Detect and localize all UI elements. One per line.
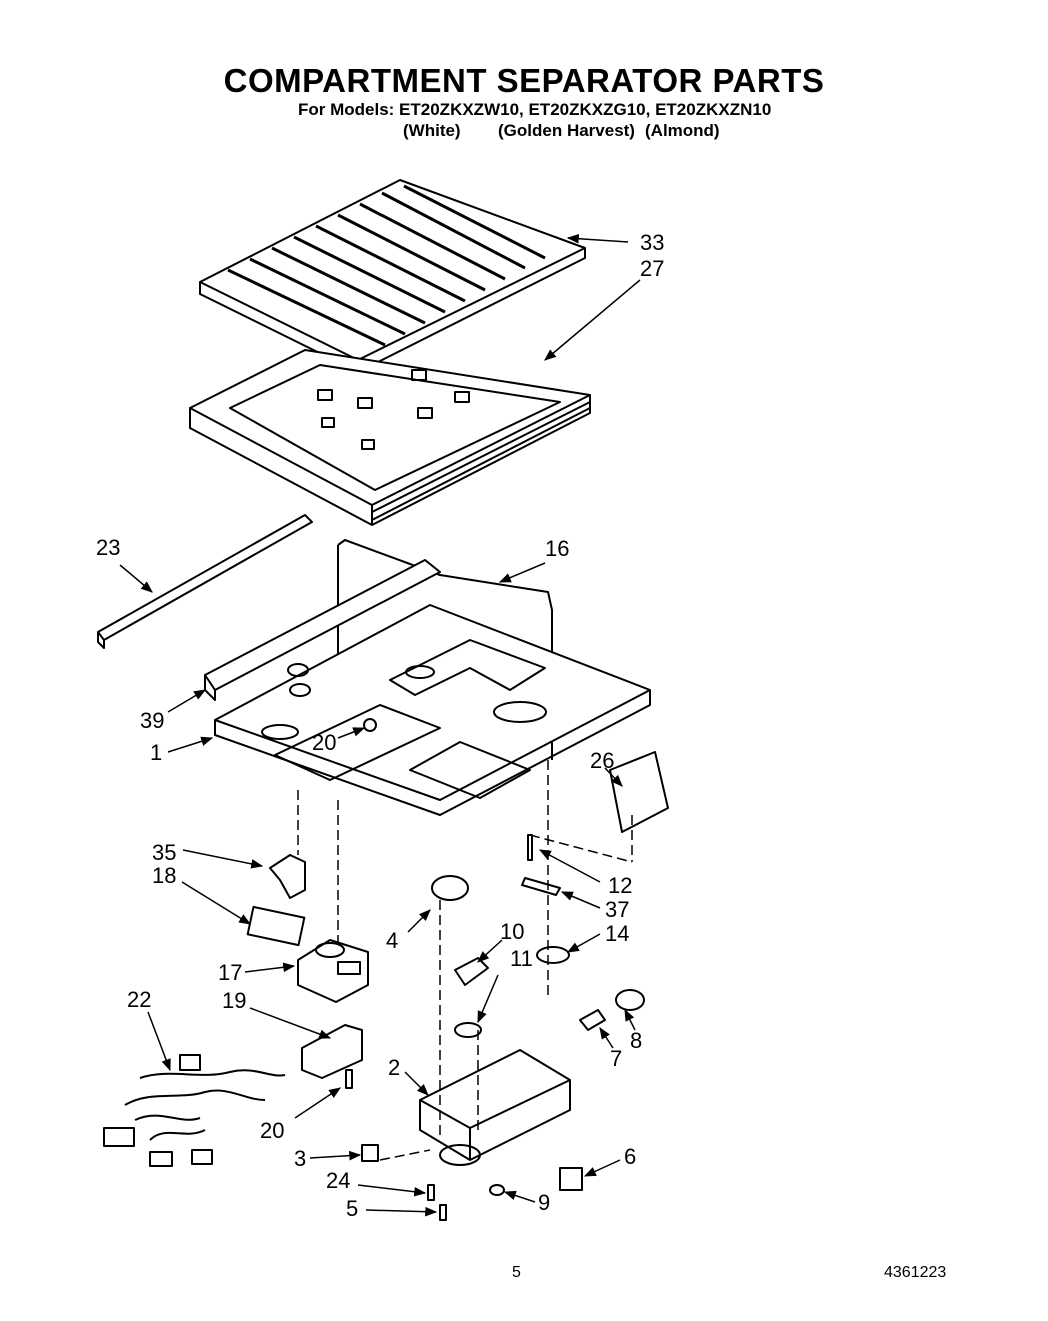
callout-14: 14 — [605, 921, 629, 946]
callout-19: 19 — [222, 988, 246, 1013]
bulb-8 — [615, 989, 645, 1011]
callout-3: 3 — [294, 1146, 306, 1171]
callout-35: 35 — [152, 840, 176, 865]
callout-4: 4 — [386, 928, 398, 953]
screw-5 — [439, 1204, 447, 1221]
callout-24: 24 — [326, 1168, 350, 1193]
screw-24 — [427, 1184, 435, 1201]
callout-18: 18 — [152, 863, 176, 888]
clip-3 — [361, 1144, 379, 1162]
gasket-18 — [246, 905, 306, 947]
callout-11: 11 — [510, 946, 533, 971]
page-number: 5 — [512, 1264, 521, 1281]
callout-20-bottom: 20 — [260, 1118, 284, 1143]
switch-6 — [559, 1167, 583, 1191]
callout-26: 26 — [590, 748, 614, 773]
callout-16: 16 — [545, 536, 569, 561]
wire-harness-22 — [103, 1054, 286, 1167]
callout-33: 33 — [640, 230, 664, 255]
bushing-11 — [454, 1022, 482, 1038]
callout-27: 27 — [640, 256, 664, 281]
callout-22: 22 — [127, 987, 151, 1012]
document-number: 4361223 — [884, 1264, 947, 1281]
damper-35 — [269, 854, 306, 899]
callout-20-top: 20 — [312, 730, 336, 755]
callout-8: 8 — [630, 1028, 642, 1053]
screw-12 — [527, 834, 533, 861]
callout-10: 10 — [500, 919, 524, 944]
callout-5: 5 — [346, 1196, 358, 1221]
screw-20b — [345, 1069, 353, 1089]
control-housing-17 — [297, 939, 369, 1003]
color-almond: (Almond) — [645, 121, 720, 140]
separator-frame-27 — [189, 349, 591, 526]
socket-7 — [579, 1009, 606, 1031]
callout-37: 37 — [605, 897, 629, 922]
callout-2: 2 — [388, 1055, 400, 1080]
callout-7: 7 — [610, 1046, 622, 1071]
shelf-cover-33 — [199, 179, 586, 373]
bracket-37 — [521, 877, 561, 896]
page-title: COMPARTMENT SEPARATOR PARTS — [223, 62, 825, 99]
callout-17: 17 — [218, 960, 242, 985]
screw-20a — [363, 718, 377, 732]
callout-39: 39 — [140, 708, 164, 733]
separator-base-1 — [214, 604, 651, 816]
callout-9: 9 — [538, 1190, 550, 1215]
callout-23: 23 — [96, 535, 120, 560]
bushing-14 — [536, 946, 570, 964]
air-channel-39 — [204, 559, 441, 701]
thermostat-10 — [454, 957, 489, 986]
callout-12: 12 — [608, 873, 632, 898]
insulation-26 — [609, 751, 669, 833]
models-line: For Models: ET20ZKXZW10, ET20ZKXZG10, ET… — [298, 100, 772, 119]
trim-strip-23 — [97, 514, 313, 649]
color-golden-harvest: (Golden Harvest) — [498, 121, 635, 140]
callout-1: 1 — [150, 740, 162, 765]
control-box-2 — [419, 1049, 571, 1166]
knob-4 — [431, 875, 469, 901]
color-white: (White) — [403, 121, 461, 140]
heater-wire-16 — [337, 539, 553, 760]
cover-19 — [301, 1024, 363, 1079]
grommet-9 — [489, 1184, 505, 1196]
callout-6: 6 — [624, 1144, 636, 1169]
